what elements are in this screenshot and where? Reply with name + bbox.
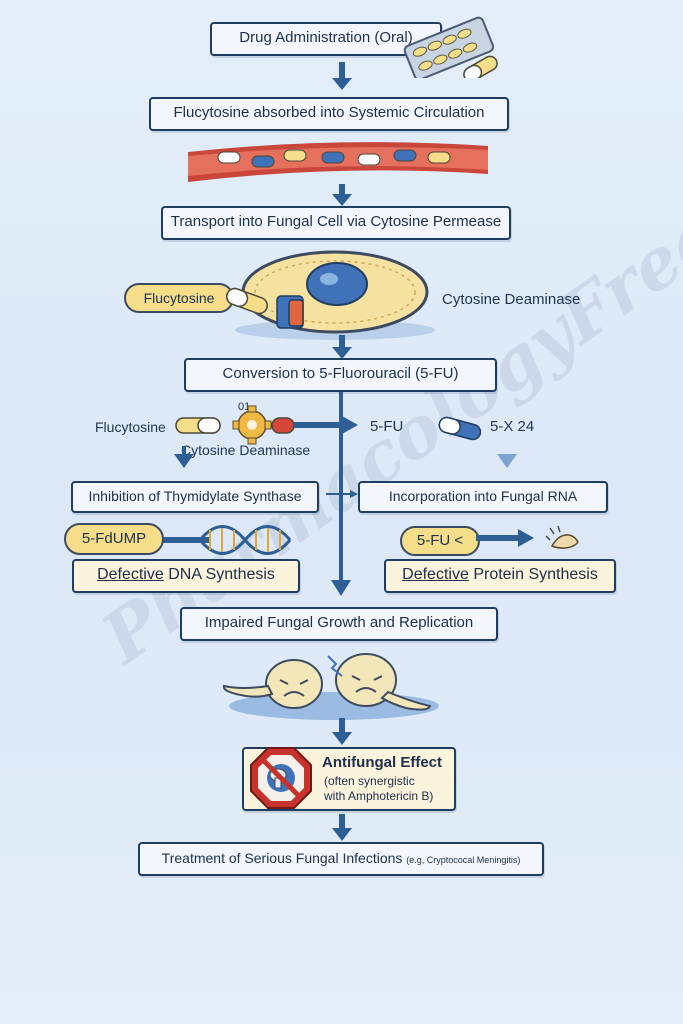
defective-dna-synthesis: Defective DNA Synthesis: [72, 559, 300, 593]
stop-sign-icon: [250, 747, 312, 809]
defective-rest: DNA Synthesis: [168, 566, 275, 583]
step-label: Flucytosine absorbed into Systemic Circu…: [173, 104, 485, 121]
conversion-enzyme-label: Cytosine Deaminase: [181, 442, 311, 458]
defective-rest: Protein Synthesis: [473, 566, 598, 583]
blister-pack-icon: [403, 16, 498, 78]
flow-arrow: [332, 814, 352, 841]
flucytosine-pill-label: Flucytosine: [124, 283, 234, 313]
capsule-icon: [226, 287, 268, 315]
step-treatment: Treatment of Serious Fungal Infections (…: [138, 842, 544, 876]
antifungal-note-line1: (often synergistic: [324, 774, 415, 788]
step-conversion-5fu: Conversion to 5-Fluorouracil (5-FU): [184, 358, 497, 392]
step-cytosine-permease: Transport into Fungal Cell via Cytosine …: [161, 206, 511, 240]
right-branch-title: Incorporation into Fungal RNA: [358, 481, 608, 513]
step-impaired-growth: Impaired Fungal Growth and Replication: [180, 607, 498, 641]
step-label: Drug Administration (Oral): [239, 29, 413, 46]
capsule-icon: [438, 416, 482, 441]
blood-vessel-icon: [188, 142, 488, 182]
step-label: Conversion to 5-Fluorouracil (5-FU): [222, 365, 459, 382]
antifungal-title: Antifungal Effect: [322, 754, 442, 771]
branch-title-text: Inhibition of Thymidylate Synthase: [88, 488, 302, 504]
step-label: Transport into Fungal Cell via Cytosine …: [170, 213, 502, 230]
step-label: Impaired Fungal Growth and Replication: [204, 614, 474, 631]
5fdump-pill: 5-FdUMP: [64, 523, 164, 555]
enzyme-gear-icon: [175, 405, 358, 445]
flow-arrow: [332, 335, 352, 359]
branch-arrows: [174, 392, 517, 596]
defective-protein-synthesis: Defective Protein Synthesis: [384, 559, 616, 593]
conversion-5fu-label: 5-FU: [370, 418, 404, 435]
step-systemic-circulation: Flucytosine absorbed into Systemic Circu…: [149, 97, 509, 131]
cytosine-deaminase-label: Cytosine Deaminase: [442, 291, 581, 308]
conversion-marker: 01: [238, 401, 251, 413]
5fu-pill: 5-FU <: [400, 526, 480, 556]
step-example: (e.g, Cryptococal Meningitis): [406, 855, 521, 865]
flow-arrow: [332, 62, 352, 90]
defective-word: Defective: [402, 566, 469, 583]
conversion-right-label: 5-X 24: [490, 418, 535, 435]
flow-arrow: [332, 718, 352, 745]
defective-word: Defective: [97, 566, 164, 583]
step-drug-administration: Drug Administration (Oral): [210, 22, 442, 56]
step-label: Treatment of Serious Fungal Infections: [161, 850, 403, 866]
dna-helix-icon: [150, 525, 292, 555]
ribosome-icon: [476, 525, 579, 549]
fungal-cell-icon: [235, 250, 435, 340]
left-branch-title: Inhibition of Thymidylate Synthase: [71, 481, 319, 513]
flow-arrow: [332, 184, 352, 206]
branch-title-text: Incorporation into Fungal RNA: [388, 488, 578, 504]
conversion-flucytosine-label: Flucytosine: [95, 419, 166, 435]
antifungal-note-line2: with Amphotericin B): [324, 789, 434, 803]
damaged-fungi-icon: [222, 653, 439, 720]
